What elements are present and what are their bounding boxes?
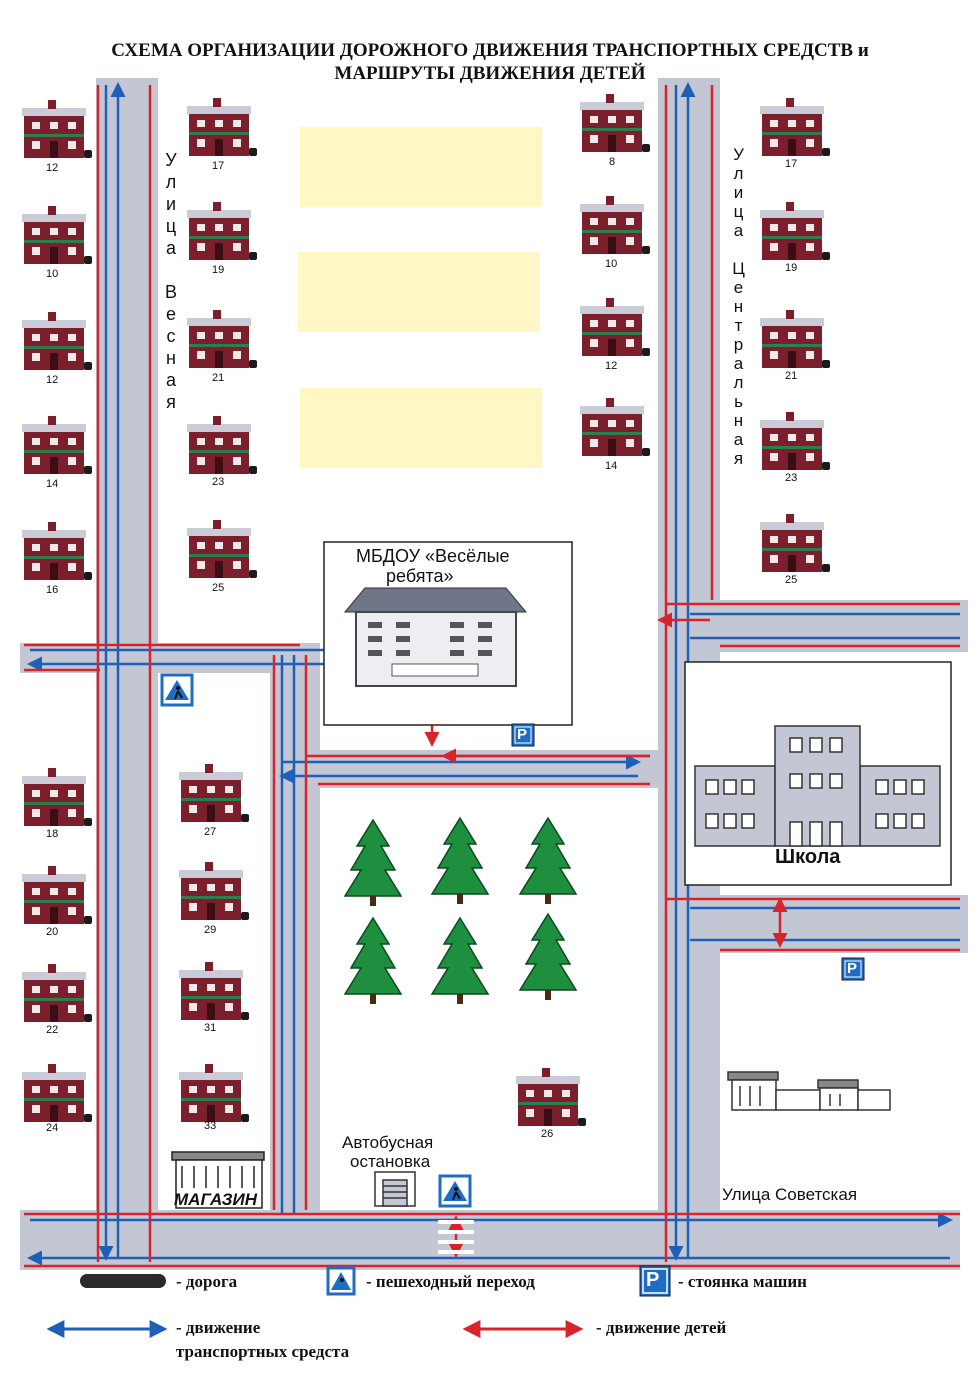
parking-letter-2: P [847,960,858,977]
vehicle-routes [27,82,960,1266]
house-number: 14 [46,478,59,490]
house-number: 29 [204,924,217,936]
pedestrian-crossing-icon [326,1266,356,1296]
map-title-line1: СХЕМА ОРГАНИЗАЦИИ ДОРОЖНОГО ДВИЖЕНИЯ ТРА… [111,40,869,61]
house-number: 33 [204,1120,217,1132]
parking-icon [511,723,535,747]
house-number: 10 [46,268,59,280]
parking-letter-legend: P [646,1269,660,1291]
kindergarten-building [343,587,528,687]
house-number: 22 [46,1024,59,1036]
street-label-vesnaya: Улица Весная [161,150,181,414]
house-number: 26 [541,1128,554,1140]
house-number: 27 [204,826,217,838]
house-number: 19 [785,262,798,274]
house-number: 17 [212,160,225,172]
zebra-crossing [438,1220,474,1254]
school-name: Школа [775,846,841,868]
house-number: 25 [212,582,225,594]
house-number: 23 [212,476,225,488]
house-number: 12 [46,374,59,386]
parking-letter-1: P [517,726,528,743]
house-number: 10 [605,258,618,270]
pedestrian-crossing-icon [160,673,194,707]
kindergarten-name-line1: МБДОУ «Весёлые [356,546,510,566]
legend-road-label: - дорога [176,1272,238,1291]
legend-children-label: - движение детей [596,1318,727,1337]
shop-building [171,1151,265,1209]
legend-parking-label: - стоянка машин [678,1272,807,1291]
legend-vehicles-label-line1: - движение [176,1318,261,1337]
house-number: 16 [46,584,59,596]
house-number: 12 [46,162,59,174]
children-routes [24,85,960,1268]
house-number: 23 [785,472,798,484]
sovetskaya-building [727,1071,891,1111]
shop-name: МАГАЗИН [174,1190,258,1209]
house-number: 25 [785,574,798,586]
house-number: 12 [605,360,618,372]
house-number: 8 [609,156,616,168]
house-number: 20 [46,926,59,938]
parking-icon [639,1265,671,1297]
field-1 [300,127,542,207]
bus-stop-line2: остановка [350,1152,431,1171]
street-label-centralnaya: Улица Центральная [729,145,748,468]
map-title-line2: МАРШРУТЫ ДВИЖЕНИЯ ДЕТЕЙ [334,63,646,84]
house-number: 21 [785,370,798,382]
house-number: 21 [212,372,225,384]
house-number: 17 [785,158,798,170]
street-label-sovetskaya: Улица Советская [722,1185,858,1204]
legend-vehicles-label-line2: транспортных средста [176,1342,350,1361]
field-3 [300,388,542,468]
pedestrian-crossing-icon [438,1174,472,1208]
legend-road-swatch [80,1274,166,1288]
house-number: 18 [46,828,59,840]
kindergarten-name-line2: ребята» [386,566,454,586]
field-2 [298,252,540,332]
house-number: 31 [204,1022,217,1034]
bus-stop-shelter [374,1171,416,1207]
house-number: 14 [605,460,618,472]
house-number: 19 [212,264,225,276]
bus-stop-line1: Автобусная [342,1133,434,1152]
parking-icon [841,957,865,981]
legend-crossing-label: - пешеходный переход [366,1272,535,1291]
house-number: 24 [46,1122,59,1134]
